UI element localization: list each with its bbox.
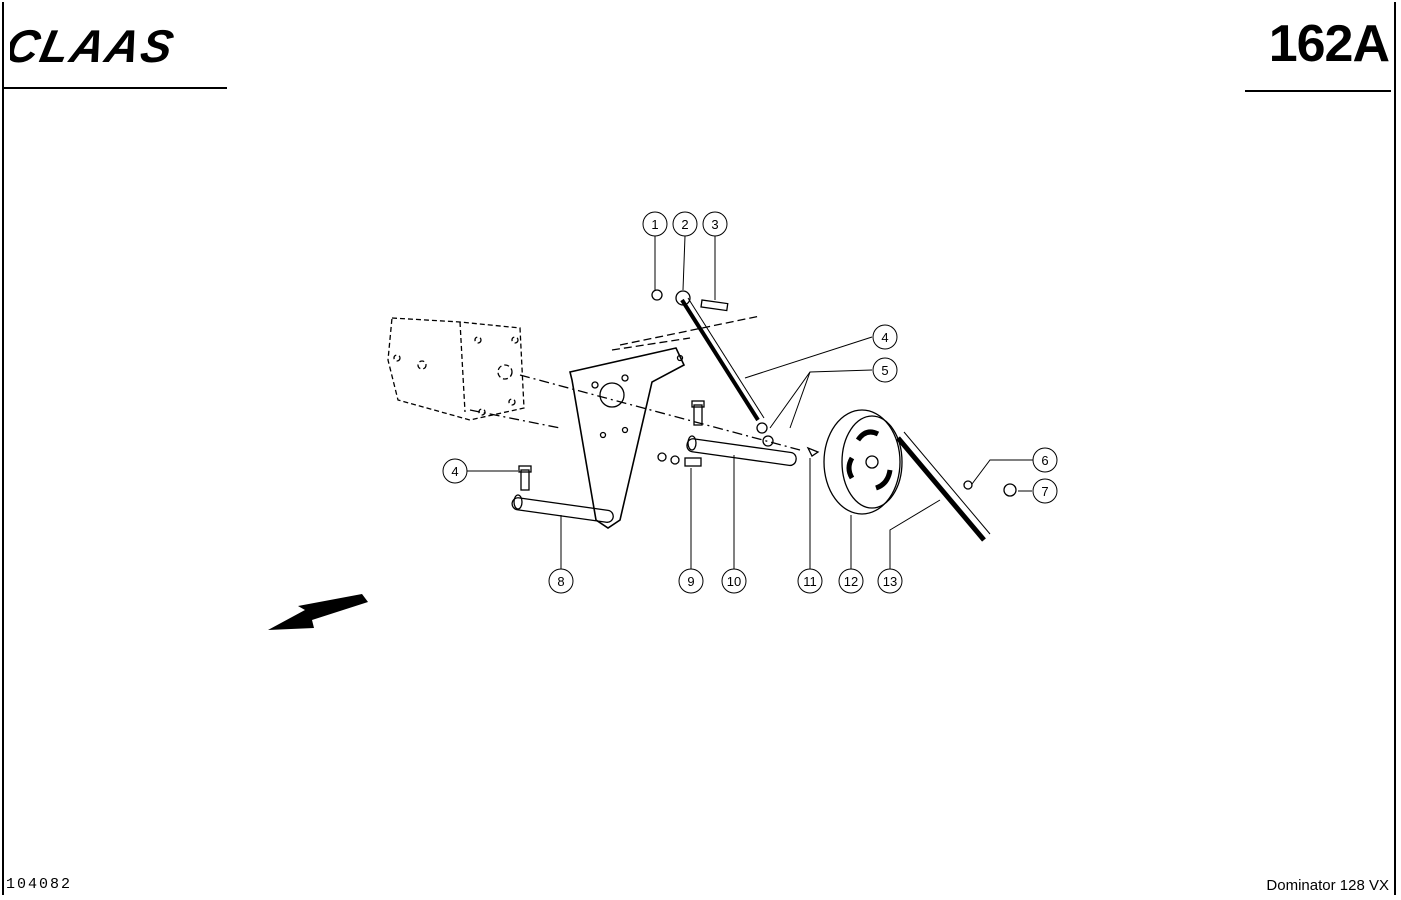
callout-number: 8 — [557, 574, 564, 589]
pulley-12 — [823, 409, 903, 515]
model-label: Dominator 128 VX — [1266, 877, 1389, 894]
key-11 — [806, 446, 820, 457]
callout-13: 13 — [877, 568, 903, 594]
bolt-4-lower — [518, 465, 532, 491]
shaft-8 — [511, 494, 614, 523]
callout-4-lower: 4 — [442, 458, 468, 484]
page-number: 162A — [1268, 15, 1390, 73]
bolt-3 — [700, 299, 729, 312]
callout-2: 2 — [672, 211, 698, 237]
callout-4-upper: 4 — [872, 324, 898, 350]
callout-number: 6 — [1041, 453, 1048, 468]
nut-5b — [762, 435, 774, 447]
callout-number: 4 — [881, 330, 888, 345]
nut-1 — [651, 289, 663, 301]
callout-11: 11 — [797, 568, 823, 594]
callout-8: 8 — [548, 568, 574, 594]
nut-7 — [1003, 483, 1017, 497]
callout-number: CLAAS — [10, 20, 180, 71]
tension-rod — [675, 290, 765, 422]
washer-9a — [657, 452, 667, 462]
axis-line — [519, 374, 801, 451]
document-code: 104082 — [6, 876, 73, 893]
claas-logo: CLAAS — [1, 18, 228, 88]
callout-number: 3 — [711, 217, 718, 232]
mounting-bracket — [569, 347, 686, 529]
v-belt-13 — [896, 431, 991, 542]
shaft-10 — [686, 435, 797, 467]
bolt-4-upper — [691, 400, 705, 426]
callout-7: 7 — [1032, 478, 1058, 504]
callout-number: 10 — [727, 574, 741, 589]
callout-10: 10 — [721, 568, 747, 594]
callout-12: 12 — [838, 568, 864, 594]
callout-number: 5 — [881, 363, 888, 378]
bolt-9 — [684, 457, 702, 467]
callout-3: 3 — [702, 211, 728, 237]
callout-number: 11 — [803, 574, 817, 589]
callout-number: 13 — [883, 574, 897, 589]
callout-number: 2 — [681, 217, 688, 232]
callout-5: 5 — [872, 357, 898, 383]
callout-number: 12 — [844, 574, 858, 589]
gearbox-outline — [387, 317, 525, 421]
claas-logo-mark: CLAAS — [1, 20, 180, 71]
callout-group: 1 2 3 4 5 6 7 4 8 9 10 11 12 13 — [442, 211, 1058, 594]
callout-1: 1 — [642, 211, 668, 237]
washer-9b — [670, 455, 680, 465]
callout-number: 9 — [687, 574, 694, 589]
washer-6 — [963, 480, 973, 490]
travel-direction-arrow — [268, 594, 368, 630]
logo-underline — [4, 87, 227, 89]
callout-number: 4 — [451, 464, 458, 479]
callout-6: 6 — [1032, 447, 1058, 473]
callout-number: 7 — [1041, 484, 1048, 499]
callout-number: 1 — [651, 217, 658, 232]
callout-9: 9 — [678, 568, 704, 594]
nut-5a — [756, 422, 768, 434]
page-number-underline — [1245, 90, 1391, 92]
